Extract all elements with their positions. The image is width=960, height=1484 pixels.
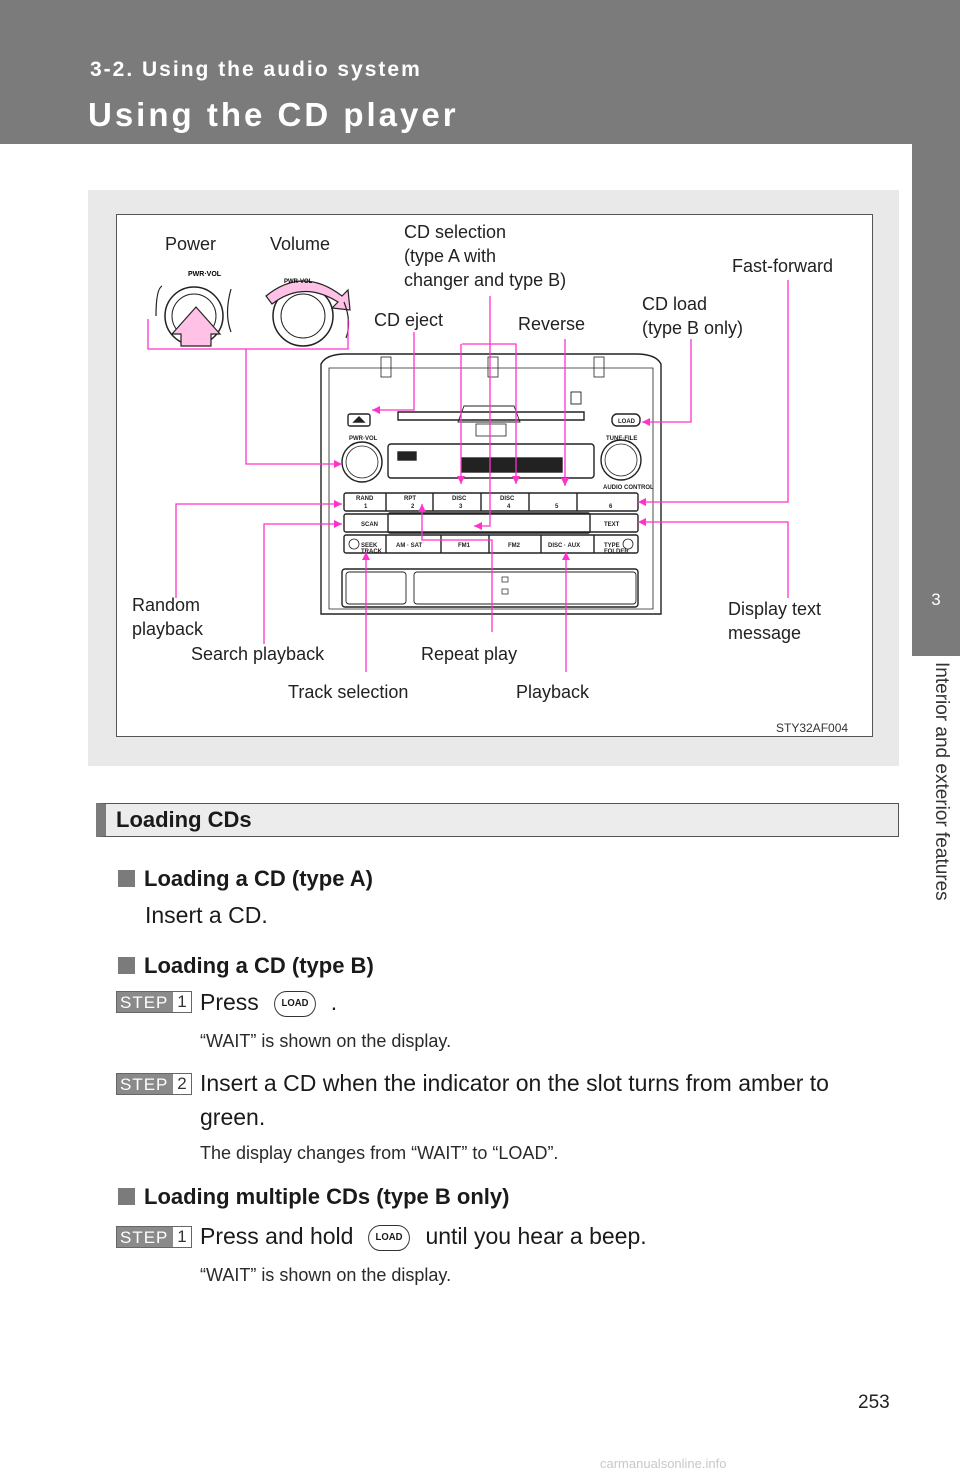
label-reverse: Reverse — [518, 314, 586, 334]
label-display-text: Display text message — [728, 599, 822, 643]
panel-disc-aux: DISC · AUX — [548, 543, 580, 549]
panel-pwr-vol: PWR·VOL — [349, 436, 378, 442]
leader-reverse-box — [462, 343, 517, 484]
type-b-step2-note: The display changes from “WAIT” to “LOAD… — [200, 1143, 559, 1163]
panel-n5: 5 — [555, 504, 559, 510]
side-tab-top — [912, 0, 960, 552]
label-cd-eject: CD eject — [374, 310, 444, 330]
panel-load: LOAD — [618, 419, 636, 425]
leader-repeat — [421, 504, 493, 632]
leader-fast-forward — [638, 280, 789, 503]
leader-cd-eject — [372, 332, 415, 411]
power-bracket-right — [226, 288, 232, 333]
head-unit — [320, 353, 662, 615]
step-badge: STEP 1 — [116, 991, 192, 1013]
panel-rpt: RPT — [404, 496, 416, 502]
chapter-number: 3 — [931, 590, 941, 609]
label-volume: Volume — [270, 234, 331, 254]
load-button-icon: LOAD — [273, 990, 316, 1017]
figure-frame — [116, 214, 873, 737]
multiple-step1-note: “WAIT” is shown on the display. — [200, 1265, 452, 1285]
load-button-icon: LOAD — [368, 1224, 411, 1251]
type-b-step2-text: Insert a CD when the indicator on the sl… — [200, 1070, 829, 1130]
leader-random — [175, 503, 342, 598]
panel-n4: 4 — [507, 504, 511, 510]
panel-rand: RAND — [356, 496, 374, 502]
leader-arrowheads — [334, 406, 650, 560]
label-playback: Playback — [516, 682, 590, 702]
leader-cd-load — [642, 339, 692, 423]
power-press-arrow — [170, 306, 222, 347]
side-tab-chapter — [912, 552, 960, 656]
leader-display-text — [638, 521, 789, 598]
panel-n6: 6 — [609, 504, 613, 510]
chapter-title: Interior and exterior features — [931, 662, 952, 901]
knob-label-2: PWR·VOL — [284, 279, 313, 285]
cd-player-illustration: PWR·VOL PWR·VOL — [147, 271, 789, 672]
heading-type-b: Loading a CD (type B) — [118, 953, 374, 979]
section-title: 3-2. Using the audio system — [90, 58, 422, 81]
label-repeat-play: Repeat play — [421, 644, 518, 664]
panel-disc-down: DISC — [452, 496, 467, 502]
heading-type-a: Loading a CD (type A) — [118, 866, 373, 892]
type-a-text: Insert a CD. — [145, 902, 268, 928]
panel-n2: 2 — [411, 504, 415, 510]
type-b-step1-note: “WAIT” is shown on the display. — [200, 1031, 452, 1051]
label-track-selection: Track selection — [288, 682, 409, 702]
page-header — [0, 0, 912, 144]
leader-power-volume — [147, 319, 349, 350]
label-cd-selection: CD selection (type A with changer and ty… — [404, 222, 567, 290]
leader-lines — [147, 280, 789, 672]
section-heading-loading: Loading CDs — [96, 803, 899, 837]
panel-audio-control: AUDIO CONTROL — [603, 485, 654, 491]
panel-tune-file: TUNE·FILE — [606, 436, 637, 442]
panel-fm2: FM2 — [508, 543, 521, 549]
panel-n3: 3 — [459, 504, 463, 510]
panel-disc-up: DISC — [500, 496, 515, 502]
square-bullet-icon — [118, 957, 135, 974]
power-bracket-left — [155, 285, 163, 317]
page-number: 253 — [858, 1392, 890, 1413]
label-cd-load: CD load (type B only) — [642, 294, 744, 338]
watermark: carmanualsonline.info — [600, 1456, 727, 1471]
square-bullet-icon — [118, 1188, 135, 1205]
leader-power-volume-knob — [245, 349, 342, 465]
label-random-playback: Random playback — [132, 595, 204, 639]
panel-fm1: FM1 — [458, 543, 471, 549]
leader-search — [263, 523, 342, 644]
step-badge: STEP 1 — [116, 1226, 192, 1248]
page-title: Using the CD player — [88, 96, 459, 133]
heading-multiple: Loading multiple CDs (type B only) — [118, 1184, 509, 1210]
section-heading-text: Loading CDs — [116, 807, 252, 832]
leader-cd-selection-a — [474, 296, 491, 527]
square-bullet-icon — [118, 870, 135, 887]
panel-n1: 1 — [364, 504, 368, 510]
label-search-playback: Search playback — [191, 644, 325, 664]
figure-code: STY32AF004 — [776, 721, 849, 735]
panel-text: TEXT — [604, 522, 620, 528]
step-badge: STEP 2 — [116, 1073, 192, 1095]
panel-am-sat: AM · SAT — [396, 543, 423, 549]
panel-scan: SCAN — [361, 522, 378, 528]
label-fast-forward: Fast-forward — [732, 256, 834, 276]
volume-rotate-arrow — [265, 280, 351, 311]
knob-label-1: PWR·VOL — [188, 271, 222, 278]
label-power: Power — [165, 234, 217, 254]
